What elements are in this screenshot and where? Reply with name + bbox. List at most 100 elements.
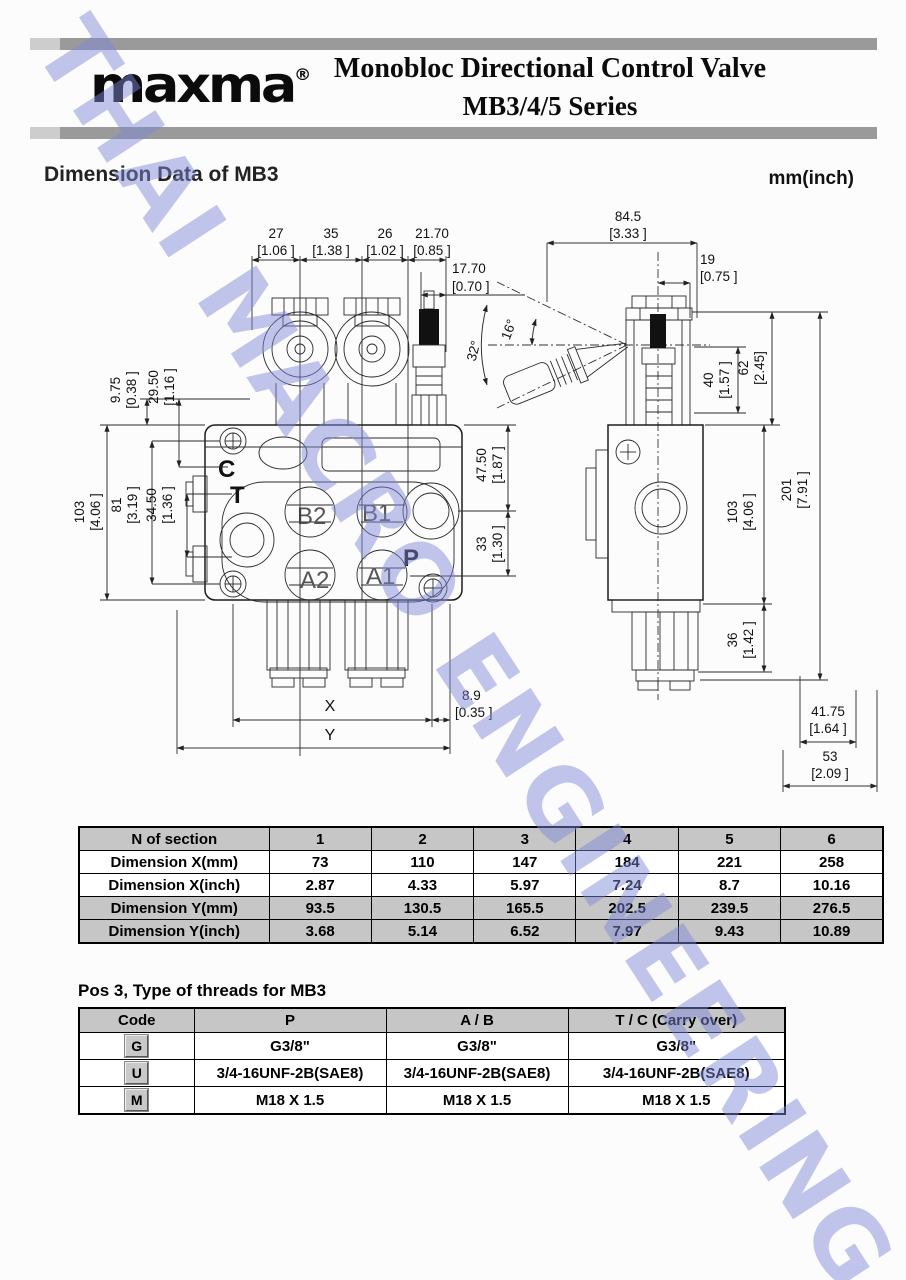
relief-valve (411, 290, 447, 426)
table-cell: 221 (677, 850, 782, 874)
brand-logo: maxma® (90, 60, 311, 110)
table-cell: 2 (370, 826, 475, 851)
dim-label: [1.02 ] (366, 243, 404, 258)
brand-logo-text: maxma (90, 56, 297, 114)
spool-boots (266, 599, 409, 688)
dim-label: [0.85 ] (413, 243, 451, 258)
code-cell: G (78, 1032, 195, 1060)
table-cell: G3/8" (567, 1032, 786, 1060)
dim-label: 35 (323, 226, 338, 241)
dim-label: [4.06 ] (741, 493, 756, 531)
table-cell: 258 (780, 850, 884, 874)
document-title-line1: Monobloc Directional Control Valve (333, 53, 767, 84)
dim-label: [0.75 ] (700, 269, 738, 284)
dim-label: 62 (736, 360, 751, 375)
dim-label: 103 (725, 501, 740, 524)
table-cell: 6.52 (473, 919, 577, 944)
spool-towers (262, 297, 410, 425)
dimension-table: N of section 1 2 3 4 5 6 Dimension X(mm)… (78, 826, 884, 944)
unit-label: mm(inch) (768, 168, 855, 189)
technical-drawing: C T B2 B1 P A2 A1 27 [1.06 ] 35 [1.38 ] … (72, 209, 878, 792)
table-cell: 73 (268, 850, 372, 874)
dim-label: [1.64 ] (809, 721, 847, 736)
front-view: C T B2 B1 P A2 A1 (185, 290, 463, 688)
table-row: Dimension Y(inch) 3.68 5.14 6.52 7.97 9.… (78, 919, 884, 944)
dim-label: [3.19 ] (125, 486, 140, 524)
front-dimensions: 27 [1.06 ] 35 [1.38 ] 26 [1.02 ] 21.70 [… (72, 226, 525, 756)
port-label-a2: A2 (300, 567, 329, 594)
table-cell: 3/4-16UNF-2B(SAE8) (193, 1059, 387, 1087)
code-badge: G (125, 1035, 149, 1057)
dim-label: 81 (109, 497, 124, 512)
row-label: Dimension X(inch) (78, 873, 270, 897)
table-cell: M18 X 1.5 (385, 1086, 569, 1115)
table-row: Dimension X(mm) 73 110 147 184 221 258 (78, 850, 884, 874)
dim-label: 47.50 (474, 448, 489, 482)
dim-label: 34.50 (144, 488, 159, 522)
dim-label: [1.36 ] (160, 486, 175, 524)
control-lever: 32° 16° (464, 281, 629, 409)
table-row: G G3/8" G3/8" G3/8" (78, 1032, 786, 1060)
code-cell: M (78, 1086, 195, 1115)
dim-label: 9.75 (108, 377, 123, 403)
mount-bolts (219, 427, 448, 603)
document-title: Monobloc Directional Control Valve MB3/4… (300, 52, 800, 122)
side-view: 32° 16° (464, 252, 710, 700)
table-cell: 7.24 (575, 873, 679, 897)
port-label-b1: B1 (362, 500, 391, 527)
registered-trademark-icon: ® (294, 65, 312, 84)
table-cell: 1 (268, 826, 372, 851)
dim-label: 103 (72, 501, 87, 524)
row-label: Dimension Y(mm) (78, 896, 270, 920)
table-cell: 5.14 (370, 919, 475, 944)
port-label-p: P (403, 545, 419, 572)
angle-label-32: 32° (464, 339, 484, 363)
document-title-line2: MB3/4/5 Series (462, 90, 638, 121)
table-cell: G3/8" (385, 1032, 569, 1060)
table-cell: 3.68 (268, 919, 372, 944)
port-label-a1: A1 (366, 563, 395, 590)
column-header: P (193, 1007, 387, 1033)
table-header-row: Code P A / B T / C (Carry over) (78, 1007, 786, 1033)
code-badge: U (125, 1062, 149, 1084)
table-cell: 8.7 (677, 873, 782, 897)
dim-label: 17.70 (452, 261, 486, 276)
table-cell: 3/4-16UNF-2B(SAE8) (567, 1059, 786, 1087)
table-row: M M18 X 1.5 M18 X 1.5 M18 X 1.5 (78, 1086, 786, 1115)
dim-label: 21.70 (415, 226, 449, 241)
dim-label: [7.91 ] (795, 471, 810, 509)
table-cell: 202.5 (575, 896, 679, 920)
column-header: A / B (385, 1007, 569, 1033)
port-label-c: C (218, 456, 235, 483)
side-dimensions: 84.5 [3.33 ] 19 [0.75 ] 40 [1.57 ] 62 [2… (546, 209, 878, 792)
dim-label: 26 (377, 226, 392, 241)
side-hex-ports (185, 475, 208, 583)
table-cell: 130.5 (370, 896, 475, 920)
dim-label: [1.06 ] (257, 243, 295, 258)
table-cell: 3 (473, 826, 577, 851)
row-label: Dimension Y(inch) (78, 919, 270, 944)
table-cell: 3/4-16UNF-2B(SAE8) (385, 1059, 569, 1087)
header-rule-bottom (30, 127, 877, 139)
header-rule-top (30, 38, 877, 50)
angle-label-16: 16° (498, 317, 519, 341)
dim-label-y: Y (325, 727, 336, 744)
dim-label: 40 (701, 372, 716, 387)
dim-label: [2.09 ] (811, 766, 849, 781)
table-row: Dimension Y(mm) 93.5 130.5 165.5 202.5 2… (78, 896, 884, 920)
dim-label: [1.42 ] (741, 621, 756, 659)
port-label-b2: B2 (297, 503, 326, 530)
dim-label: 84.5 (615, 209, 641, 224)
code-cell: U (78, 1059, 195, 1087)
table-cell: 10.89 (780, 919, 884, 944)
table-row: N of section 1 2 3 4 5 6 (78, 826, 884, 851)
dim-label: [3.33 ] (609, 226, 647, 241)
port-bores (219, 482, 460, 601)
table-cell: 93.5 (268, 896, 372, 920)
row-label: Dimension X(mm) (78, 850, 270, 874)
dim-label: [1.16 ] (162, 368, 177, 406)
dim-label: [0.70 ] (452, 279, 490, 294)
dim-label: 29.50 (146, 370, 161, 404)
dim-label: [1.38 ] (312, 243, 350, 258)
dim-label: 8.9 (462, 688, 481, 703)
